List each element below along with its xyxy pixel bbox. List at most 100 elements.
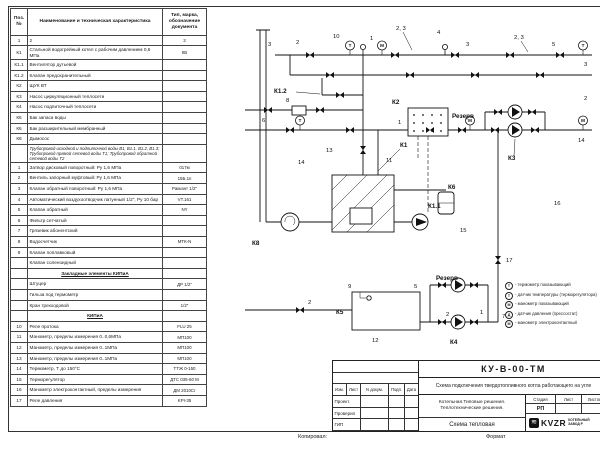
company-logo: ≋ KVZR КОТЕЛЬНЫЙ ЗАВОД Р [526, 414, 600, 431]
sign-header-row: Изм. Лист N докум. Подп. Дата [333, 384, 418, 397]
diagram-label: К3 [508, 155, 516, 162]
diagram-label: 1 [398, 120, 401, 126]
stage-col-label: Стадия [526, 395, 556, 404]
diagram-label: 2 [296, 40, 299, 46]
diagram-label: 14 [578, 138, 585, 144]
diagram-label: К8 [252, 240, 260, 247]
sheets-value [582, 404, 600, 413]
diagram-label: 3 [268, 42, 272, 48]
sign-col-izm: Изм. [333, 384, 347, 396]
diagram-label: 4 [437, 30, 441, 36]
role-row: Проверил [333, 407, 418, 420]
spec-row: Закладные элементы КИПиА [10, 267, 207, 280]
role-label: ГИП [333, 419, 361, 431]
dymosos-k8-symbol [280, 212, 300, 232]
sign-col-podp: Подп. [389, 384, 405, 396]
diagram-label: Т [349, 43, 352, 48]
legend-text: - термометр показывающий [515, 282, 571, 287]
diagram-label: 2 [308, 300, 311, 306]
diagram-label: 5 [414, 284, 418, 290]
storage-tank-k5-symbol [351, 291, 421, 331]
diagram-label: 6 [262, 118, 266, 124]
instrument-bubble-icon: М [505, 301, 513, 309]
diagram-label: М [380, 43, 384, 48]
revision-row [333, 373, 418, 385]
legend-text: - манометр показывающий [515, 301, 569, 306]
role-row: ГИП [333, 419, 418, 432]
diagram-label: Резерв [436, 275, 458, 282]
diagram-label: 3 [584, 62, 588, 68]
doc-number: КУ-В-00-ТМ [419, 361, 600, 378]
instrument-bubble-icon: М [505, 320, 513, 328]
diagram-label: 16 [554, 201, 561, 207]
role-label: Проект. [333, 396, 361, 407]
title-block-bottom: Котельная.Типовые решения. Теплотехничес… [419, 395, 600, 431]
diagram-label: Резерв [452, 113, 474, 120]
diagram-label: 10 [333, 34, 340, 40]
logo-caption: КОТЕЛЬНЫЙ ЗАВОД Р [568, 417, 590, 426]
instrument-bubble-icon: Д [505, 310, 513, 319]
legend-text: - датчик давления (прессостат) [515, 310, 578, 316]
diagram-label: Т [582, 43, 585, 48]
sign-col-list: Лист [347, 384, 361, 396]
water-meter-symbol [291, 105, 307, 116]
role-label: Проверил [333, 407, 361, 419]
footer-copied-label: Копировал: [298, 434, 328, 440]
spec-row: КИПиА [10, 310, 207, 322]
title-block-main: КУ-В-00-ТМ Схема подключения твердотопли… [419, 361, 600, 431]
sign-col-data: Дата [406, 387, 417, 393]
sheets-col-label: Листов [582, 395, 600, 404]
specification-table: Поз. № Наименование и техническая характ… [10, 8, 207, 407]
diagram-label: 8 [286, 98, 290, 104]
logo-text: KVZR [541, 417, 567, 428]
sign-col-dokum: N докум. [361, 384, 389, 396]
spec-header-row: Поз. № Наименование и техническая характ… [10, 8, 207, 36]
diagram-label: 9 [348, 284, 351, 290]
spec-row: Трубопровод исходной и подпиточной воды … [10, 143, 207, 163]
diagram-label: 5 [552, 42, 556, 48]
diagram-label: К1.1 [428, 203, 441, 210]
sheet-col-label: Лист [556, 395, 582, 404]
stage-value: РП [526, 404, 556, 413]
col-header-type: Тип, марка, обозначение документа [162, 8, 207, 36]
legend-item: Д- датчик давления (прессостат) [505, 310, 598, 319]
diagram-label: 7 [502, 314, 505, 320]
title-block: Изм. Лист N докум. Подп. Дата Проект. Пр… [332, 360, 600, 432]
diagram-label: Т [299, 118, 302, 123]
revision-table: Изм. Лист N докум. Подп. Дата Проект. Пр… [333, 361, 419, 432]
diagram-label: 15 [460, 228, 467, 234]
diagram-label: К1 [400, 142, 408, 149]
diagram-label: 1 [370, 36, 373, 42]
footer-format-label: Формат [486, 434, 506, 440]
col-header-pos: Поз. № [10, 8, 28, 36]
spec-row: Клапан соленоидный [10, 257, 207, 269]
sheet-value [556, 404, 582, 413]
diagram-label: К4 [450, 339, 458, 346]
diagram-label: К6 [448, 184, 456, 191]
stage-grid: Стадия Лист Листов РП [526, 395, 600, 414]
spec-row: Гильза под термометр [10, 289, 207, 301]
